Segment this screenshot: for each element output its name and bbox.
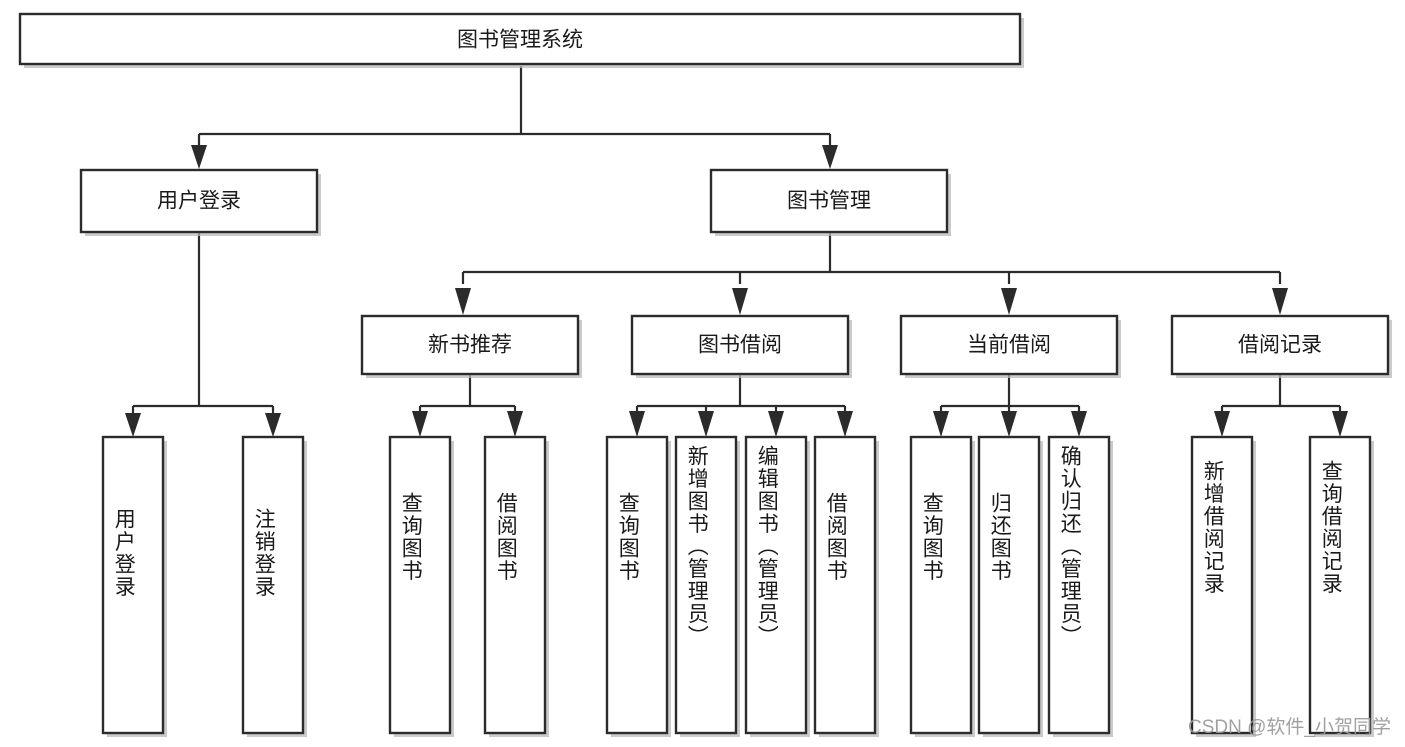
arrow-to-leaf-user-login bbox=[125, 413, 141, 437]
node-leaf-borrow-book-1[interactable] bbox=[483, 435, 549, 737]
node-leaf-add-record[interactable] bbox=[1190, 435, 1256, 737]
arrow-to-leaf-query-book-1 bbox=[412, 411, 428, 437]
node-leaf-user-login-box[interactable] bbox=[101, 435, 165, 735]
node-leaf-user-login[interactable] bbox=[101, 435, 167, 737]
arrow-to-leaf-logout bbox=[265, 413, 281, 437]
node-root-box[interactable] bbox=[18, 12, 1022, 66]
arrow-to-user-login bbox=[191, 145, 207, 169]
csdn-watermark: CSDN @软件_小贺同学 bbox=[1188, 717, 1391, 738]
node-leaf-confirm-return[interactable] bbox=[1047, 435, 1113, 737]
node-leaf-borrow-book-1-box[interactable] bbox=[483, 435, 547, 735]
node-book-borrow[interactable]: 图书借阅 bbox=[630, 314, 852, 378]
edge-layer bbox=[125, 66, 1348, 437]
node-root[interactable]: 图书管理系统 bbox=[18, 12, 1024, 68]
node-leaf-return-book-box[interactable] bbox=[977, 435, 1041, 735]
arrow-to-book-borrow bbox=[732, 288, 748, 315]
arrow-to-borrow-record bbox=[1272, 288, 1288, 315]
node-leaf-query-book-1[interactable] bbox=[388, 435, 454, 737]
node-leaf-logout-box[interactable] bbox=[241, 435, 305, 735]
arrow-to-leaf-confirm-return bbox=[1071, 411, 1087, 437]
arrow-to-book-manage bbox=[822, 145, 838, 169]
node-user-login[interactable]: 用户登录 bbox=[79, 168, 321, 236]
node-new-book-rec-box[interactable] bbox=[360, 314, 580, 376]
arrow-to-leaf-query-record bbox=[1332, 411, 1348, 437]
arrow-to-leaf-borrow-book-1 bbox=[507, 411, 523, 437]
arrow-to-leaf-add-book bbox=[698, 411, 714, 437]
node-leaf-query-book-3-box[interactable] bbox=[909, 435, 973, 735]
arrow-to-current-borrow bbox=[1001, 288, 1017, 315]
node-root-label: 图书管理系统 bbox=[457, 29, 583, 52]
node-leaf-query-record-box[interactable] bbox=[1308, 435, 1372, 735]
node-leaf-add-book-box[interactable] bbox=[674, 435, 738, 735]
node-new-book-rec-label: 新书推荐 bbox=[428, 334, 512, 357]
node-leaf-borrow-book-2[interactable] bbox=[813, 435, 879, 737]
node-leaf-query-book-3[interactable] bbox=[909, 435, 975, 737]
node-leaf-add-record-box[interactable] bbox=[1190, 435, 1254, 735]
node-leaf-edit-book-box[interactable] bbox=[744, 435, 808, 735]
node-leaf-logout[interactable] bbox=[241, 435, 307, 737]
node-leaf-query-book-2-box[interactable] bbox=[605, 435, 669, 735]
node-borrow-record-box[interactable] bbox=[1170, 314, 1390, 376]
arrow-to-leaf-query-book-2 bbox=[629, 411, 645, 437]
node-current-borrow-label: 当前借阅 bbox=[967, 334, 1051, 357]
node-current-borrow[interactable]: 当前借阅 bbox=[899, 314, 1121, 378]
node-book-manage-label: 图书管理 bbox=[787, 190, 871, 213]
node-book-manage[interactable]: 图书管理 bbox=[709, 168, 951, 236]
node-borrow-record-label: 借阅记录 bbox=[1238, 334, 1322, 357]
node-leaf-confirm-return-box[interactable] bbox=[1047, 435, 1111, 735]
node-user-login-box[interactable] bbox=[79, 168, 319, 234]
node-borrow-record[interactable]: 借阅记录 bbox=[1170, 314, 1392, 378]
node-leaf-edit-book[interactable] bbox=[744, 435, 810, 737]
arrow-to-leaf-query-book-3 bbox=[933, 411, 949, 437]
node-user-login-label: 用户登录 bbox=[157, 190, 241, 213]
node-leaf-borrow-book-2-box[interactable] bbox=[813, 435, 877, 735]
node-leaf-query-book-1-box[interactable] bbox=[388, 435, 452, 735]
arrow-to-leaf-add-record bbox=[1214, 411, 1230, 437]
node-book-borrow-label: 图书借阅 bbox=[698, 334, 782, 357]
node-leaf-query-record[interactable] bbox=[1308, 435, 1374, 737]
arrow-to-leaf-borrow-book-2 bbox=[837, 411, 853, 437]
arrow-to-leaf-edit-book bbox=[768, 411, 784, 437]
node-current-borrow-box[interactable] bbox=[899, 314, 1119, 376]
node-leaf-return-book[interactable] bbox=[977, 435, 1043, 737]
node-book-borrow-box[interactable] bbox=[630, 314, 850, 376]
node-leaf-add-book[interactable] bbox=[674, 435, 740, 737]
node-book-manage-box[interactable] bbox=[709, 168, 949, 234]
arrow-to-leaf-return-book bbox=[1001, 411, 1017, 437]
node-leaf-query-book-2[interactable] bbox=[605, 435, 671, 737]
node-new-book-rec[interactable]: 新书推荐 bbox=[360, 314, 582, 378]
arrow-to-new-book-rec bbox=[455, 288, 471, 315]
